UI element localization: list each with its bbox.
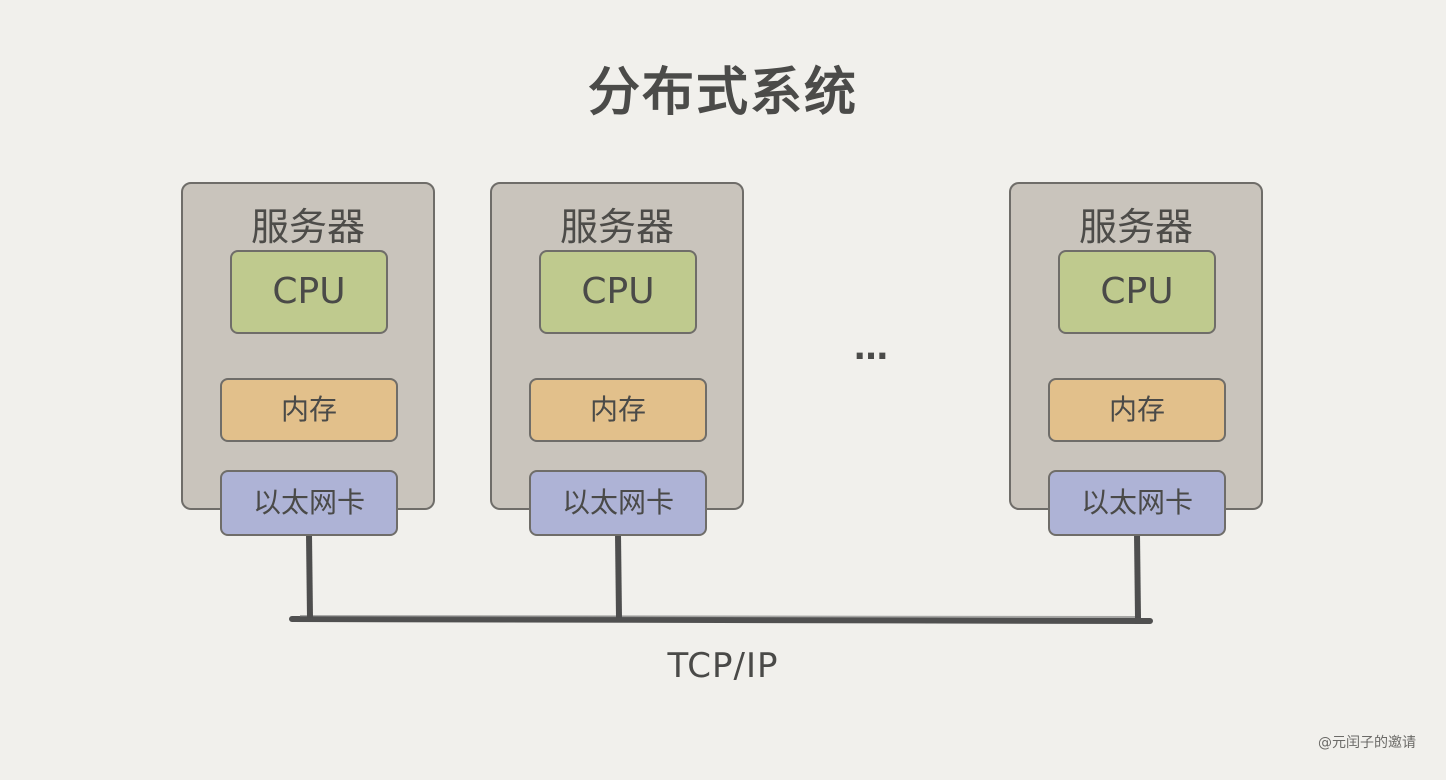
more-servers-ellipsis: … (854, 328, 888, 368)
server-label: 服务器 (559, 205, 674, 249)
server-2-cable (615, 533, 622, 619)
memory-box: 内存 (1048, 378, 1226, 442)
server-1-cable (306, 533, 313, 619)
tcp-ip-bus-line (289, 616, 1153, 624)
server-label: 服务器 (1078, 205, 1193, 249)
memory-box: 内存 (529, 378, 707, 442)
server-label: 服务器 (250, 205, 365, 249)
cpu-box: CPU (230, 250, 388, 334)
diagram-title: 分布式系统 (587, 63, 858, 123)
ethernet-card-box: 以太网卡 (220, 470, 398, 536)
cpu-box: CPU (539, 250, 697, 334)
network-protocol-label: TCP/IP (667, 646, 779, 686)
watermark: @元闰子的邀请 (1318, 735, 1416, 751)
server-3: 服务器 CPU 内存 以太网卡 (1009, 182, 1263, 536)
memory-box: 内存 (220, 378, 398, 442)
server-2: 服务器 CPU 内存 以太网卡 (490, 182, 744, 536)
server-3-cable (1134, 533, 1141, 619)
server-1: 服务器 CPU 内存 以太网卡 (181, 182, 435, 536)
ethernet-card-box: 以太网卡 (529, 470, 707, 536)
ethernet-card-box: 以太网卡 (1048, 470, 1226, 536)
cpu-box: CPU (1058, 250, 1216, 334)
